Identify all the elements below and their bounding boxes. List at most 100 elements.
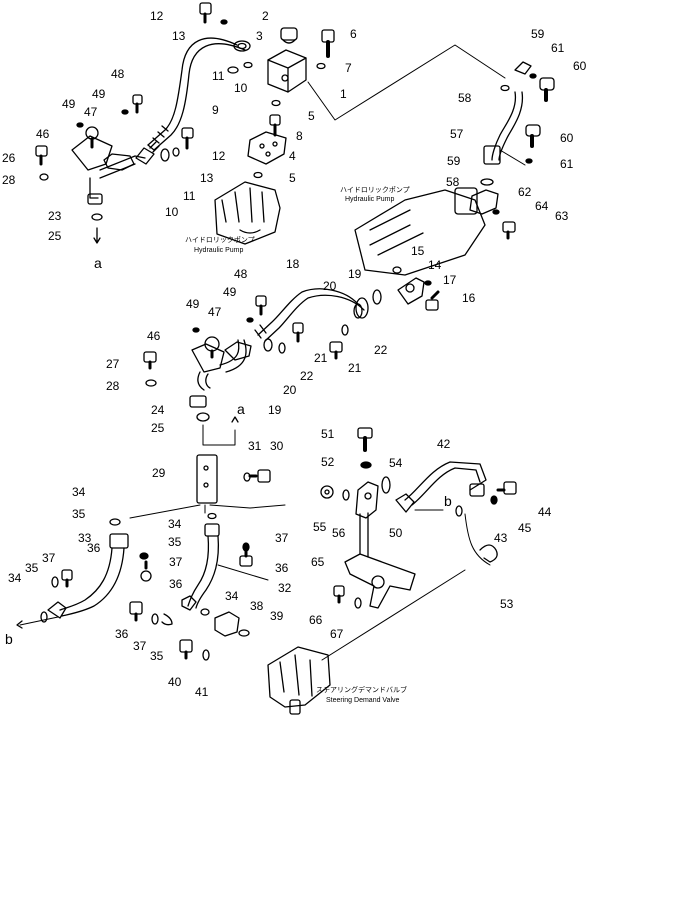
part-number-label: 49 (186, 297, 200, 311)
hose-33 (47, 533, 129, 619)
oring-19 (263, 338, 273, 352)
part-number-label: 9 (212, 103, 219, 117)
part-number-label: 15 (411, 244, 425, 258)
pipe-42 (395, 461, 487, 513)
part-number-label: 27 (106, 357, 120, 371)
washer-7 (316, 62, 326, 70)
oring-15 (392, 266, 402, 274)
washer-17 (424, 280, 432, 286)
part-number-label: 34 (225, 589, 239, 603)
part-number-label: 44 (538, 505, 552, 519)
part-number-label: 36 (169, 577, 183, 591)
washer-45 (490, 495, 498, 505)
washer-61-b (525, 158, 533, 164)
part-number-label: 35 (72, 507, 86, 521)
oring-39 (238, 629, 250, 637)
part-number-label: 22 (374, 343, 388, 357)
valve-caption-en: Steering Demand Valve (326, 697, 400, 704)
part-number-label: 36 (275, 561, 289, 575)
part-number-label: 62 (518, 185, 532, 199)
part-number-label: 7 (345, 61, 352, 75)
pump2-caption-jp: ハイドロリックポンプ (340, 186, 410, 194)
valve-caption-jp: ステアリングデマンドバルブ (316, 686, 407, 694)
part-number-label: 64 (535, 199, 549, 213)
oring-25 (91, 213, 103, 221)
part-number-label: 23 (48, 209, 62, 223)
bolt-36-b (239, 548, 253, 567)
ref-b-2: b (444, 493, 452, 509)
part-number-label: 35 (25, 561, 39, 575)
part-number-label: 60 (573, 59, 587, 73)
flange-62 (469, 189, 499, 215)
pump-caption-en: Hydraulic Pump (194, 247, 244, 254)
washer-49-2 (76, 122, 84, 128)
part-number-label: 2 (262, 9, 269, 23)
part-number-label: 32 (278, 581, 292, 595)
washer-41 (202, 649, 210, 661)
part-number-label: 22 (300, 369, 314, 383)
part-number-label: 28 (2, 173, 16, 187)
part-number-label: 25 (151, 421, 165, 435)
washer-52 (360, 461, 372, 469)
part-number-label: 31 (248, 439, 262, 453)
bolt-12-top (199, 2, 212, 24)
part-number-label: 36 (115, 627, 129, 641)
ubolt-53 (479, 544, 498, 563)
part-number-label: 4 (289, 149, 296, 163)
pipe-24 (189, 339, 252, 408)
bolt-47 (85, 126, 99, 149)
part-number-label: 49 (92, 87, 106, 101)
part-number-label: 47 (84, 105, 98, 119)
leader-valve (321, 569, 466, 661)
leader-29b (209, 504, 286, 509)
bolt-48-mid (255, 295, 267, 316)
part-number-label: 37 (42, 551, 56, 565)
part-number-label: 57 (450, 127, 464, 141)
part-number-label: 54 (389, 456, 403, 470)
steering-demand-valve (267, 646, 331, 715)
washer-49-mid-2 (192, 327, 200, 333)
washer-49-mid (246, 317, 254, 323)
part-number-label: 12 (150, 9, 164, 23)
bolt-48 (132, 94, 143, 114)
oring-58-b (480, 178, 494, 186)
part-number-label: 34 (168, 517, 182, 531)
oring-20 (353, 303, 363, 319)
bolt-8 (269, 114, 281, 137)
part-number-label: 53 (500, 597, 514, 611)
part-number-label: 59 (531, 27, 545, 41)
washer-64 (492, 209, 500, 215)
part-number-label: 14 (428, 258, 442, 272)
part-number-label: 46 (147, 329, 161, 343)
bolt-36-c (129, 601, 143, 622)
part-number-label: 58 (458, 91, 472, 105)
bolt-16 (425, 290, 440, 311)
bolt-27 (143, 351, 157, 370)
clamp-54 (381, 476, 391, 494)
part-number-label: 33 (78, 531, 92, 545)
leader-53 (464, 513, 491, 566)
bolt-21 (292, 322, 304, 343)
part-number-label: 19 (268, 403, 282, 417)
leader-32 (217, 564, 269, 581)
part-number-label: 26 (2, 151, 16, 165)
part-number-label: 56 (332, 526, 346, 540)
part-number-label: 34 (8, 571, 22, 585)
part-number-label: 17 (443, 273, 457, 287)
bolt-36-left (61, 569, 73, 588)
part-number-label: 11 (183, 189, 196, 203)
oring-25-mid (196, 412, 210, 422)
part-number-label: 21 (314, 351, 328, 365)
leader-1 (307, 44, 506, 121)
part-number-label: 5 (289, 171, 296, 185)
part-number-label: 8 (296, 129, 303, 143)
bolt-40 (179, 639, 193, 660)
hose-32 (181, 523, 220, 611)
part-number-label: 10 (234, 81, 248, 95)
part-number-label: 47 (208, 305, 222, 319)
arrow-a1 (93, 227, 101, 244)
bolt-60 (525, 124, 541, 148)
oring-34-mid (207, 512, 217, 520)
leader-a2 (202, 424, 236, 446)
part-number-label: 52 (321, 455, 335, 469)
